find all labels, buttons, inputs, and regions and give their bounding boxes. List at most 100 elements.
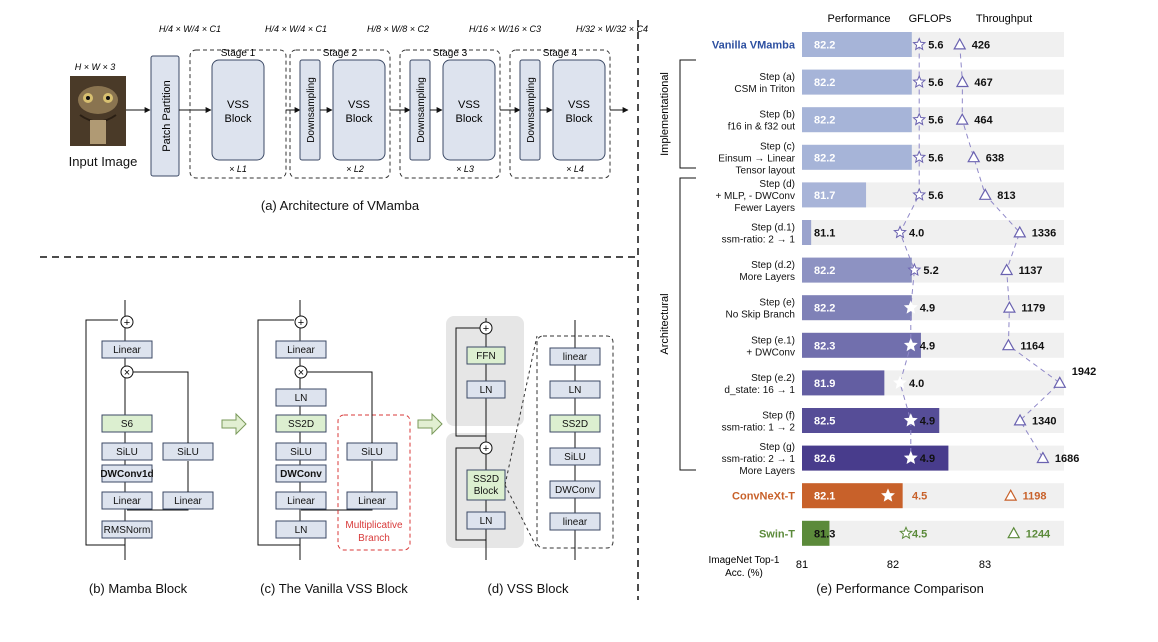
vss-ln-2 bbox=[466, 380, 506, 399]
perf-row-label: + DWConv bbox=[746, 347, 795, 358]
mamba-add-glyph: + bbox=[124, 317, 130, 329]
xtick-82: 82 bbox=[887, 559, 899, 571]
perf-row-label: Step (d) bbox=[759, 179, 795, 190]
mamba-caption: (b) Mamba Block bbox=[89, 581, 188, 596]
perf-row-label: Vanilla VMamba bbox=[712, 40, 796, 52]
stage2-vss-block bbox=[332, 59, 386, 161]
throughput-triangle-icon bbox=[1036, 451, 1050, 464]
vss-ffn bbox=[466, 346, 506, 365]
stage1-dims: H/4 × W/4 × C1 bbox=[159, 24, 221, 34]
stage3-title: Stage 3 bbox=[433, 48, 468, 59]
stage4-repeat: × L4 bbox=[566, 164, 584, 174]
arrow-right-icon-2 bbox=[417, 412, 443, 436]
stage3-vss-block bbox=[442, 59, 496, 161]
stage2-block-label-2: Block bbox=[346, 113, 373, 125]
gflops-star-icon bbox=[893, 375, 907, 389]
arrow-right-icon-1 bbox=[221, 412, 247, 436]
input-dims: H × W × 3 bbox=[75, 62, 116, 72]
throughput-triangle-icon bbox=[1013, 225, 1027, 238]
gflops-trend-line bbox=[899, 44, 920, 459]
throughput-label: 1340 bbox=[1032, 416, 1056, 428]
vss-add-icon-1 bbox=[479, 441, 493, 455]
gflops-star-icon bbox=[912, 112, 927, 126]
mamba-dwconv1d-label: DWConv1d bbox=[100, 469, 153, 480]
perf-row-label: ssm-ratio: 1 → 2 bbox=[722, 423, 796, 434]
input-image bbox=[70, 76, 126, 146]
vss-block-caption: (d) VSS Block bbox=[488, 581, 569, 596]
gflops-label: 4.9 bbox=[920, 303, 935, 315]
gflops-star-icon bbox=[881, 488, 895, 502]
stage2-block-label-1: VSS bbox=[348, 99, 370, 111]
perf-bar bbox=[802, 445, 949, 471]
gflops-label: 5.6 bbox=[928, 190, 943, 202]
perf-bar bbox=[802, 520, 830, 546]
perf-row-bg bbox=[802, 220, 1064, 245]
perf-row-label: Step (g) bbox=[759, 442, 795, 453]
stage2-box bbox=[289, 49, 391, 179]
throughput-label: 1179 bbox=[1021, 303, 1045, 315]
stage4-box bbox=[509, 49, 611, 179]
vss-add-glyph-2: + bbox=[483, 323, 489, 335]
vvss-add-icon bbox=[294, 315, 308, 329]
perf-row-label: Step (f) bbox=[762, 411, 795, 422]
vss-block-panel: LN SS2D Block + LN FFN + linear DWConv S… bbox=[446, 316, 614, 596]
throughput-triangle-icon bbox=[978, 188, 992, 200]
xaxis-label-1: ImageNet Top-1 bbox=[709, 555, 780, 566]
throughput-triangle-icon bbox=[1002, 300, 1016, 313]
stage1-title: Stage 1 bbox=[221, 48, 256, 59]
throughput-label: 1686 bbox=[1055, 453, 1079, 465]
vss-detail-dwconv-label: DWConv bbox=[555, 485, 595, 496]
input-label: Input Image bbox=[69, 154, 138, 169]
vss-detail-ss2d bbox=[549, 414, 601, 433]
stage4-block-label-1: VSS bbox=[568, 99, 590, 111]
throughput-triangle-icon bbox=[953, 37, 967, 50]
vss-detail-ss2d-label: SS2D bbox=[562, 419, 588, 430]
stage1-block-label-1: VSS bbox=[227, 99, 249, 111]
perf-header-performance: Performance bbox=[828, 13, 891, 25]
vss-ln-2-label: LN bbox=[480, 385, 493, 396]
vvss-linear-2-label: Linear bbox=[358, 496, 386, 507]
perf-row-label: Step (e.2) bbox=[751, 373, 795, 384]
architecture-caption: (a) Architecture of VMamba bbox=[261, 198, 420, 213]
stage3-downsampling-label: Downsampling bbox=[416, 77, 427, 143]
throughput-label: 1198 bbox=[1023, 491, 1047, 503]
vss-detail-linear-2-label: linear bbox=[563, 352, 588, 363]
gflops-label: 4.0 bbox=[909, 228, 924, 240]
vss-detail-ln bbox=[549, 380, 601, 399]
gflops-star-icon bbox=[903, 338, 918, 352]
perf-row-label: ssm-ratio: 2 → 1 bbox=[722, 454, 796, 465]
perf-row-label: Step (a) bbox=[759, 72, 795, 83]
gflops-label: 5.6 bbox=[928, 77, 943, 89]
vvss-linear-top-label: Linear bbox=[287, 345, 315, 356]
mamba-rmsnorm-label: RMSNorm bbox=[104, 525, 151, 536]
perf-row-label: No Skip Branch bbox=[726, 310, 795, 321]
throughput-label: 1137 bbox=[1019, 265, 1043, 277]
vvss-linear-1 bbox=[275, 491, 327, 510]
throughput-label: 426 bbox=[972, 40, 990, 52]
stage4-downsampling-label: Downsampling bbox=[526, 77, 537, 143]
mamba-multiply-glyph: × bbox=[124, 367, 130, 379]
gflops-star-icon bbox=[912, 187, 927, 201]
vss-detail-silu bbox=[549, 447, 601, 466]
perf-row-label: + MLP, - DWConv bbox=[715, 191, 795, 202]
vss-add-glyph-1: + bbox=[483, 443, 489, 455]
perf-bar bbox=[802, 257, 912, 283]
throughput-triangle-icon bbox=[955, 75, 969, 88]
perf-acc-label: 81.3 bbox=[814, 528, 835, 540]
vvss-ss2d bbox=[275, 414, 327, 433]
stage2-title: Stage 2 bbox=[323, 48, 358, 59]
vanilla-vss-caption: (c) The Vanilla VSS Block bbox=[260, 581, 408, 596]
perf-row-label: Fewer Layers bbox=[734, 203, 795, 214]
mamba-rmsnorm bbox=[101, 520, 153, 539]
vss-ffn-label: FFN bbox=[476, 351, 495, 362]
vvss-ln-2-label: LN bbox=[295, 393, 308, 404]
vss-ln-1 bbox=[466, 511, 506, 530]
mamba-silu-1-label: SiLU bbox=[116, 447, 138, 458]
throughput-label: 1336 bbox=[1032, 228, 1056, 240]
stage3-repeat: × L3 bbox=[456, 164, 474, 174]
gflops-star-icon bbox=[912, 74, 927, 89]
vvss-linear-1-label: Linear bbox=[287, 496, 315, 507]
perf-bar bbox=[802, 295, 912, 321]
perf-bar bbox=[802, 32, 912, 57]
